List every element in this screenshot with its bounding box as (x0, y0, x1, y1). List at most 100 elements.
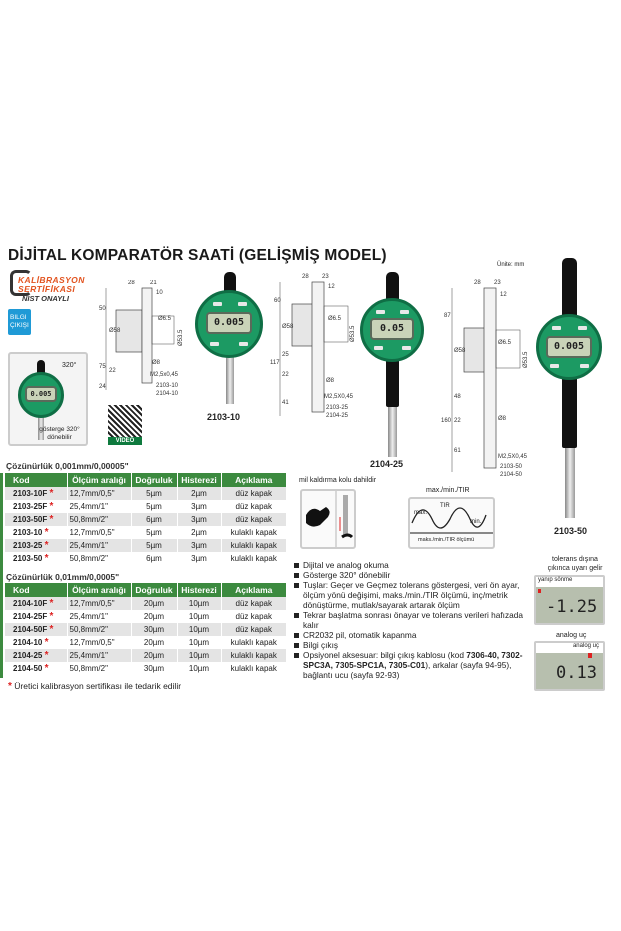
dim-label: 22 (454, 418, 461, 424)
star-icon: * (44, 527, 49, 538)
range-cell: 12,7mm/0,5" (67, 597, 132, 610)
table1-heading: Çözünürlük 0,001mm/0,00005" (6, 461, 129, 471)
caption-line: tolerans dışına (552, 556, 598, 563)
code: 2103-25F (13, 502, 48, 511)
tir-title: max./min./TIR (426, 487, 470, 494)
star-icon: * (44, 663, 49, 674)
hysteresis-cell: 3µm (177, 552, 222, 565)
dim-label: M2,5X0,45 (324, 394, 354, 400)
rotation-caption: gösterge 320° dönebilir (39, 426, 80, 441)
unit-label: Ünite: mm (497, 262, 525, 268)
accuracy-cell: 20µm (131, 636, 178, 649)
accuracy-cell: 30µm (131, 623, 178, 636)
model-label: 2104-10 (156, 391, 179, 397)
code: 2103-10F (13, 489, 48, 498)
code: 2103-50 (13, 554, 43, 563)
accuracy-cell: 6µm (131, 552, 178, 565)
green-side-bar (0, 473, 3, 678)
col-header: Doğruluk (131, 583, 178, 597)
gauge-2103-50: 0.005 2103-50 (532, 258, 612, 543)
col-header: Doğruluk (131, 473, 178, 487)
lcd-display: 0.005 (25, 386, 57, 402)
model-label: 2104-50 (500, 472, 523, 477)
dim-label: 87 (444, 313, 451, 319)
description-cell: düz kapak (221, 487, 287, 500)
accessory-suffix: ), arkalar (sayfa 94-95), bağlantı ucu (… (303, 660, 512, 680)
code-cell: 2103-50 * (5, 552, 68, 565)
feature-list: Dijital ve analog okuma Gösterge 320° dö… (294, 560, 534, 680)
badge-line2: ÇIKIŞI (10, 322, 29, 329)
lcd-display: 0.05 (370, 318, 414, 340)
sine-wave-icon (410, 507, 493, 534)
tir-label: TIR (440, 503, 450, 509)
col-header: Kod (5, 583, 68, 597)
range-cell: 25,4mm/1" (67, 539, 132, 552)
star-icon: * (44, 650, 49, 661)
gauge-label: 2104-25 (370, 459, 404, 469)
gauge-label: 2103-10 (207, 412, 241, 422)
dimension-diagram-2104-25: 28 23 12 60 Ø58 117 25 22 41 Ø6.5 Ø53.5 … (270, 274, 356, 419)
lcd-display: -1.25 (546, 597, 598, 617)
blink-label: yanıp sönme (536, 577, 603, 587)
video-qr-code[interactable]: VIDEO (108, 405, 142, 445)
description-cell: düz kapak (221, 500, 287, 513)
accessory-prefix: Opsiyonel aksesuar: bilgi çıkış kablosu … (303, 650, 467, 660)
logo-line1: KALİBRASYON (18, 275, 85, 285)
accuracy-cell: 20µm (131, 649, 178, 662)
code-cell: 2104-25F * (5, 610, 68, 623)
analog-pointer-label: analog uç (536, 643, 603, 653)
dim-label: M2,5x0,45 (150, 372, 179, 378)
min-label: min. (470, 519, 482, 525)
tir-illustration: max. min. TIR maks./min./TIR ölçümü (408, 497, 495, 549)
range-cell: 50,8mm/2" (67, 662, 132, 675)
dim-label: Ø6.5 (328, 316, 342, 322)
gauge-2103-10: 0.005 2103-10 (193, 272, 268, 422)
table2-heading: Çözünürlük 0,01mm/0,0005" (6, 572, 120, 582)
feature-item: Tekrar başlatma sonrası önayar ve tolera… (294, 610, 534, 630)
gauge-label: 2103-50 (554, 526, 588, 536)
dim-label: 28 (302, 274, 309, 280)
code: 2103-10 (13, 528, 43, 537)
rotation-degree: 320° (62, 362, 77, 369)
spec-table-0001mm: Kod Ölçüm aralığı Doğruluk Histerezi Açı… (5, 473, 287, 565)
badge-line1: BILGI (10, 314, 27, 321)
feature-item: CR2032 pil, otomatik kapanma (294, 630, 534, 640)
star-icon: * (8, 681, 12, 692)
dim-label: 25 (282, 352, 289, 358)
accuracy-cell: 5µm (131, 526, 178, 539)
tolerance-screen: yanıp sönme -1.25 (534, 575, 605, 625)
star-icon: * (49, 611, 54, 622)
tir-caption: maks./min./TIR ölçümü (418, 537, 475, 543)
accuracy-cell: 20µm (131, 610, 178, 623)
hysteresis-cell: 10µm (177, 623, 222, 636)
dim-label: Ø53.5 (350, 325, 356, 342)
lever-illustration (300, 489, 356, 549)
code-cell: 2104-50 * (5, 662, 68, 675)
star-icon: * (49, 501, 54, 512)
range-cell: 25,4mm/1" (67, 610, 132, 623)
dim-label: 23 (322, 274, 329, 280)
logo-line2: SERTİFİKASI (18, 284, 76, 294)
col-header: Kod (5, 473, 68, 487)
dim-label: Ø53.5 (523, 351, 529, 368)
rotation-illustration: 0.005 320° gösterge 320° dönebilir (8, 352, 88, 446)
dim-label: Ø53.5 (178, 329, 184, 346)
lever-caption: mil kaldırma kolu dahildir (299, 477, 377, 484)
page-title: DİJİTAL KOMPARATÖR SAATİ (GELİŞMİŞ MODEL… (8, 247, 387, 264)
dim-label: 10 (156, 290, 163, 296)
code: 2104-50F (13, 625, 48, 634)
accessory-codes: 7306-40, 7302-SPC3A, 7305-SPC1A, 7305-C0… (303, 650, 523, 670)
hysteresis-cell: 10µm (177, 649, 222, 662)
accuracy-cell: 5µm (131, 500, 178, 513)
range-cell: 50,8mm/2" (67, 513, 132, 526)
accuracy-cell: 5µm (131, 539, 178, 552)
star-icon: * (49, 514, 54, 525)
dim-label: 22 (282, 372, 289, 378)
code-cell: 2103-25F * (5, 500, 68, 513)
